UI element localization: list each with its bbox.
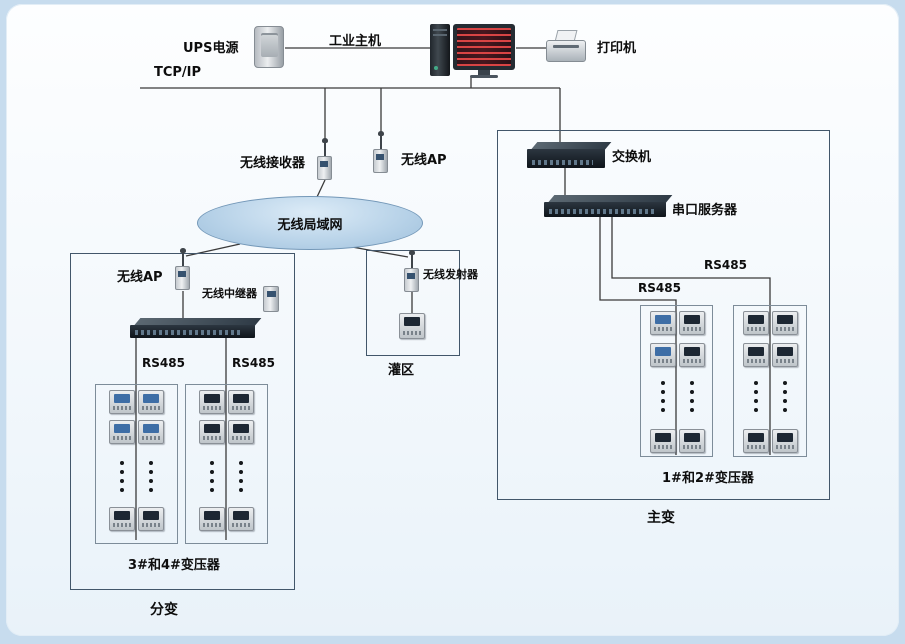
meter-icon bbox=[679, 429, 705, 453]
printer-label: 打印机 bbox=[597, 41, 637, 56]
printer-icon bbox=[546, 30, 586, 64]
wireless-ap-icon bbox=[370, 131, 392, 175]
wlan-label: 无线局域网 bbox=[277, 217, 343, 233]
transformers-12-label: 1#和2#变压器 bbox=[662, 471, 754, 486]
irrigation-meter-icon bbox=[399, 313, 425, 339]
meter-icon bbox=[199, 420, 225, 444]
ellipsis-dots bbox=[149, 461, 153, 465]
wire bbox=[611, 217, 771, 455]
meter-icon bbox=[679, 311, 705, 335]
rs485-label: RS485 bbox=[638, 281, 681, 295]
wireless-receiver-label: 无线接收器 bbox=[240, 156, 306, 171]
meter-icon bbox=[743, 429, 769, 453]
transformers-34-label: 3#和4#变压器 bbox=[128, 558, 220, 573]
meter-group bbox=[185, 384, 268, 544]
left-ap-icon bbox=[172, 248, 194, 292]
meter-icon bbox=[228, 507, 254, 531]
serial-server-label: 串口服务器 bbox=[672, 203, 738, 218]
ellipsis-dots bbox=[120, 461, 124, 465]
ups-icon bbox=[254, 26, 284, 68]
wire bbox=[316, 179, 326, 198]
meter-icon bbox=[772, 343, 798, 367]
main-substation-caption: 主变 bbox=[647, 510, 675, 526]
ellipsis-dots bbox=[239, 461, 243, 465]
left-serial-device-icon bbox=[130, 318, 262, 338]
ellipsis-dots bbox=[210, 461, 214, 465]
meter-icon bbox=[138, 507, 164, 531]
rs485-label: RS485 bbox=[142, 356, 185, 370]
meter-icon bbox=[199, 390, 225, 414]
meter-icon bbox=[743, 343, 769, 367]
switch-icon bbox=[527, 142, 612, 168]
ellipsis-dots bbox=[690, 381, 694, 385]
left-ap-label: 无线AP bbox=[117, 270, 163, 285]
sub-substation-caption: 分变 bbox=[150, 602, 178, 618]
monitor-icon bbox=[453, 24, 515, 70]
meter-icon bbox=[650, 311, 676, 335]
switch-label: 交换机 bbox=[612, 150, 652, 165]
meter-icon bbox=[228, 420, 254, 444]
rs485-label: RS485 bbox=[232, 356, 275, 370]
rs485-label: RS485 bbox=[704, 258, 747, 272]
meter-icon bbox=[138, 420, 164, 444]
meter-icon bbox=[199, 507, 225, 531]
monitor-stand bbox=[478, 70, 490, 75]
meter-icon bbox=[679, 343, 705, 367]
meter-icon bbox=[109, 507, 135, 531]
meter-icon bbox=[109, 420, 135, 444]
wireless-repeater-icon bbox=[263, 286, 279, 312]
meter-icon bbox=[743, 311, 769, 335]
tcpip-label: TCP/IP bbox=[154, 65, 202, 80]
host-label: 工业主机 bbox=[329, 34, 382, 49]
wireless-receiver-icon bbox=[314, 138, 336, 182]
meter-icon bbox=[650, 343, 676, 367]
wlan-ellipse: 无线局域网 bbox=[197, 196, 423, 250]
pc-tower-icon bbox=[430, 24, 450, 76]
main-substation-box bbox=[497, 130, 830, 500]
wireless-ap-label: 无线AP bbox=[401, 153, 447, 168]
meter-icon bbox=[228, 390, 254, 414]
meter-group bbox=[640, 305, 713, 457]
ellipsis-dots bbox=[783, 381, 787, 385]
meter-icon bbox=[772, 311, 798, 335]
ellipsis-dots bbox=[661, 381, 665, 385]
wireless-transmitter-icon bbox=[401, 250, 423, 294]
ups-label: UPS电源 bbox=[183, 41, 239, 56]
wire bbox=[185, 243, 241, 257]
wireless-repeater-label: 无线中继器 bbox=[202, 287, 257, 300]
meter-group bbox=[733, 305, 807, 457]
wireless-transmitter-label: 无线发射器 bbox=[423, 268, 478, 281]
meter-icon bbox=[138, 390, 164, 414]
monitor-base bbox=[470, 75, 498, 78]
meter-icon bbox=[650, 429, 676, 453]
wire bbox=[351, 246, 409, 258]
meter-group bbox=[95, 384, 178, 544]
irrigation-caption: 灌区 bbox=[388, 363, 415, 378]
serial-server-icon bbox=[544, 195, 673, 217]
ellipsis-dots bbox=[754, 381, 758, 385]
meter-icon bbox=[109, 390, 135, 414]
wire bbox=[599, 217, 677, 455]
meter-icon bbox=[772, 429, 798, 453]
